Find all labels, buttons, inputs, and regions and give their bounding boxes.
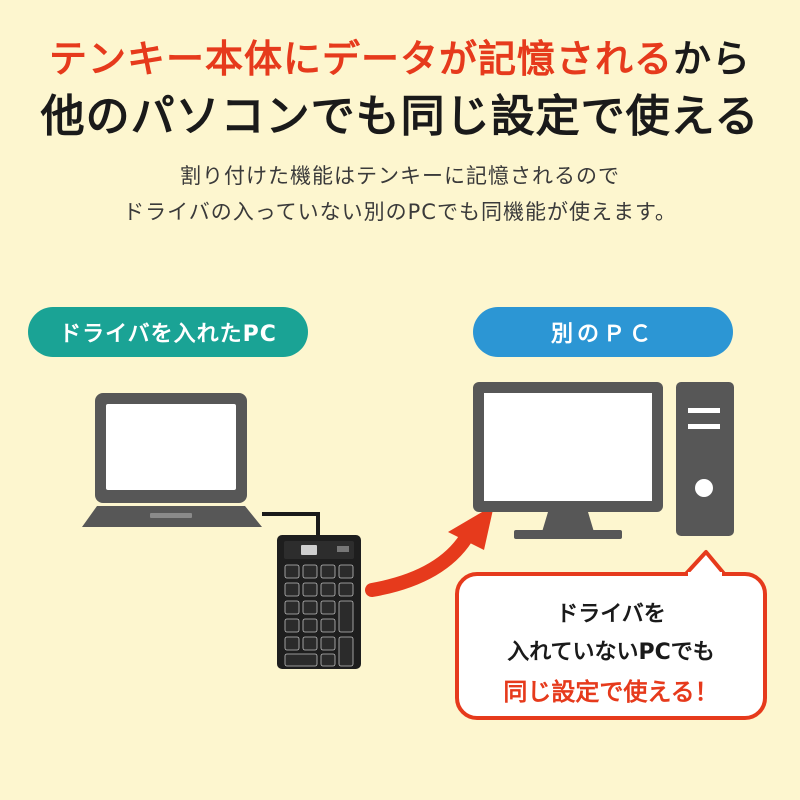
- bubble-line3: 同じ設定で使える！: [503, 678, 719, 706]
- pc-tower-icon: [676, 382, 734, 536]
- speech-bubble-tail: [682, 550, 728, 578]
- numeric-keypad-icon: [277, 535, 361, 669]
- curved-arrow-icon: [365, 505, 494, 597]
- label-pc-with-driver: ドライバを入れたPC: [28, 307, 308, 357]
- laptop-icon: [82, 393, 262, 527]
- headline-line2: 他のパソコンでも同じ設定で使える: [40, 91, 760, 142]
- monitor-icon: [473, 382, 663, 539]
- bubble-line1: ドライバを: [556, 602, 666, 627]
- headline-highlight: テンキー本体にデータが記憶される: [48, 37, 673, 81]
- usb-cable: [262, 512, 320, 538]
- speech-bubble: ドライバを 入れていないPCでも 同じ設定で使える！: [455, 572, 767, 720]
- bubble-line2: 入れていないPCでも: [507, 640, 715, 665]
- label-other-pc: 別のＰＣ: [473, 307, 733, 357]
- headline-suffix: から: [673, 37, 752, 81]
- description-line2: ドライバの入っていない別のPCでも同機能が使えます。: [123, 200, 677, 224]
- headline-line1: テンキー本体にデータが記憶されるから: [0, 28, 800, 83]
- description-line1: 割り付けた機能はテンキーに記憶されるので: [180, 164, 620, 188]
